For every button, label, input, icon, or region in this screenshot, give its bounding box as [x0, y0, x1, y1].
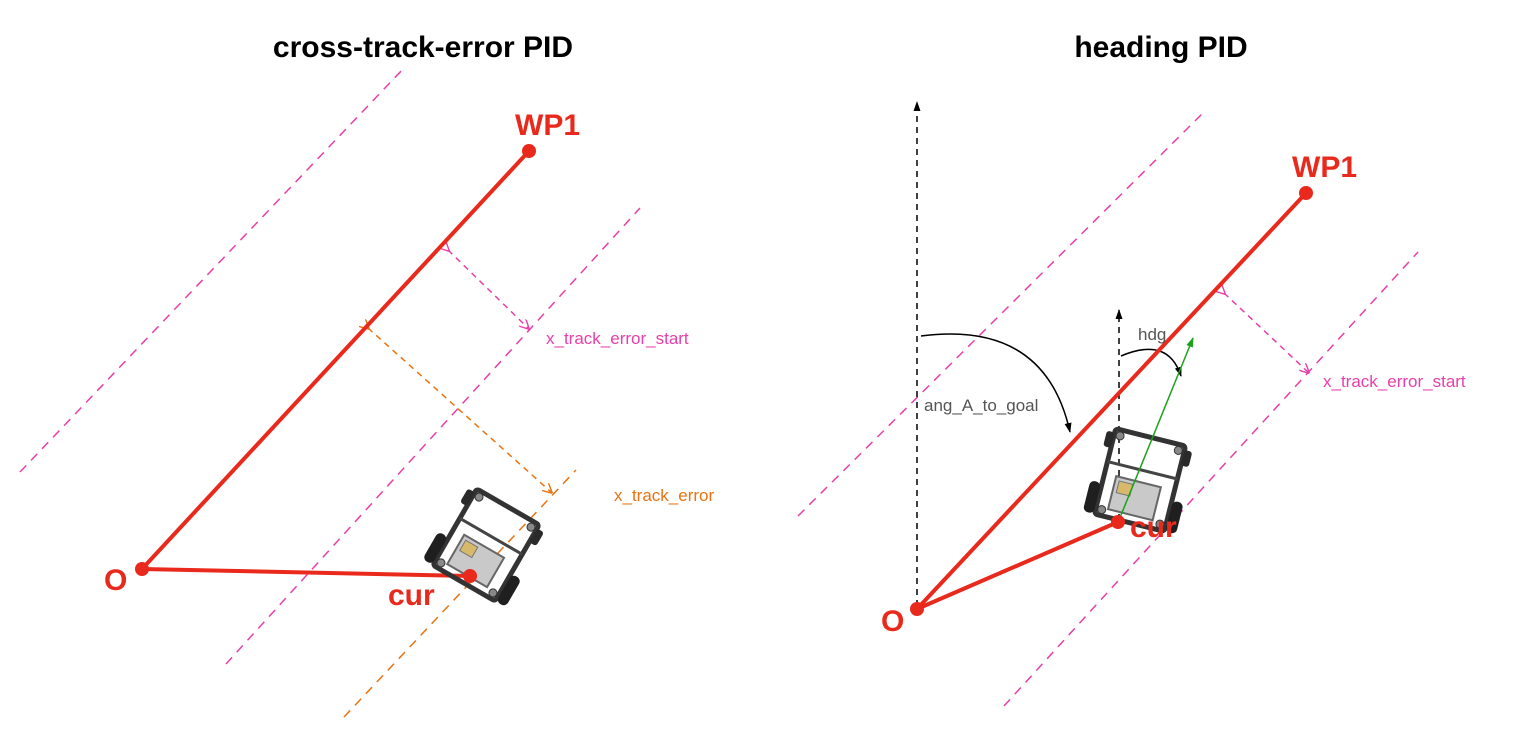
left-panel: cross-track-error PID O WP1 cur x_track_…	[19, 31, 714, 718]
waypoint-wp1	[1299, 186, 1313, 200]
heading-arc	[1120, 348, 1182, 377]
angle-label: ang_A_to_goal	[924, 396, 1038, 415]
origin-point	[910, 602, 924, 616]
right-panel: heading PID O WP1 cur an	[797, 31, 1466, 707]
x-track-error-start-arrow	[1224, 293, 1308, 372]
x-track-error-arrow	[368, 328, 551, 492]
current-point	[1111, 515, 1125, 529]
origin-label: O	[104, 564, 127, 597]
waypoint-label: WP1	[515, 109, 580, 142]
track-boundary-right	[1003, 251, 1419, 707]
x-track-error-label: x_track_error	[614, 486, 714, 505]
origin-label: O	[881, 605, 904, 638]
robot-track-line	[343, 469, 577, 718]
path-origin-to-cur	[916, 520, 1119, 611]
x-track-error-start-arrow	[448, 250, 528, 328]
path-origin-to-wp1	[915, 191, 1308, 611]
track-boundary-left	[19, 67, 405, 473]
left-panel-title: cross-track-error PID	[273, 31, 573, 64]
heading-label: hdg	[1138, 325, 1166, 344]
angle-arc-to-goal	[920, 333, 1072, 433]
x-track-error-start-label: x_track_error_start	[546, 329, 689, 348]
path-origin-to-cur	[141, 567, 471, 578]
current-label: cur	[1130, 511, 1177, 544]
right-panel-title: heading PID	[1074, 31, 1247, 64]
origin-point	[135, 562, 149, 576]
track-boundaries	[797, 109, 1419, 707]
robot-rover-icon	[422, 483, 549, 607]
current-label: cur	[388, 579, 435, 612]
path-origin-to-wp1	[140, 149, 531, 571]
waypoint-wp1	[522, 144, 536, 158]
current-point	[463, 569, 477, 583]
heading-vector	[1118, 337, 1194, 521]
waypoint-label: WP1	[1292, 151, 1357, 184]
x-track-error-start-label: x_track_error_start	[1323, 372, 1466, 391]
